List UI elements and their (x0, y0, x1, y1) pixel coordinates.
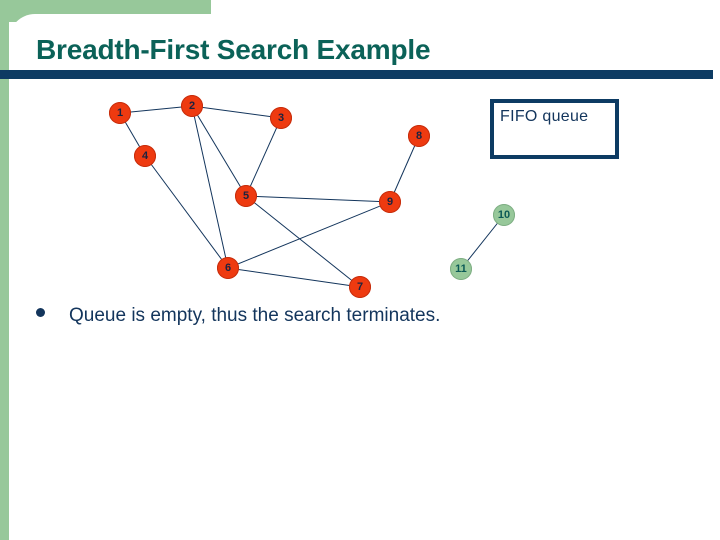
graph-node-9: 9 (379, 191, 401, 213)
graph-edge (191, 105, 247, 197)
graph-edge (245, 117, 282, 197)
fifo-queue-box (490, 99, 619, 159)
page-title: Breadth-First Search Example (36, 34, 431, 65)
title-underline-bar (0, 70, 713, 79)
graph-edge (144, 155, 229, 269)
graph-edge (191, 105, 229, 269)
graph-node-2: 2 (181, 95, 203, 117)
bullet-dot-icon (36, 308, 45, 317)
fifo-queue-label: FIFO queue (500, 108, 589, 125)
graph-node-6: 6 (217, 257, 239, 279)
graph-edge (227, 267, 361, 288)
graph-edge (245, 195, 391, 203)
graph-edge (227, 201, 391, 269)
graph-edge (389, 135, 420, 203)
graph-node-4: 4 (134, 145, 156, 167)
graph-edge (245, 195, 361, 288)
graph-node-1: 1 (109, 102, 131, 124)
graph-diagram: 1 2 3 4 5 6 7 8 9 10 11 (0, 79, 720, 309)
graph-edge (191, 105, 282, 119)
bullet-item-label: Queue is empty, thus the search terminat… (69, 305, 441, 326)
graph-node-8: 8 (408, 125, 430, 147)
graph-node-3: 3 (270, 107, 292, 129)
graph-edges-layer (119, 105, 505, 288)
bullet-list-item: Queue is empty, thus the search terminat… (36, 305, 440, 327)
graph-node-11: 11 (450, 258, 472, 280)
graph-node-5: 5 (235, 185, 257, 207)
decorative-green-left-stripe (0, 0, 9, 540)
graph-node-7: 7 (349, 276, 371, 298)
graph-node-10: 10 (493, 204, 515, 226)
graph-edge (119, 105, 193, 114)
